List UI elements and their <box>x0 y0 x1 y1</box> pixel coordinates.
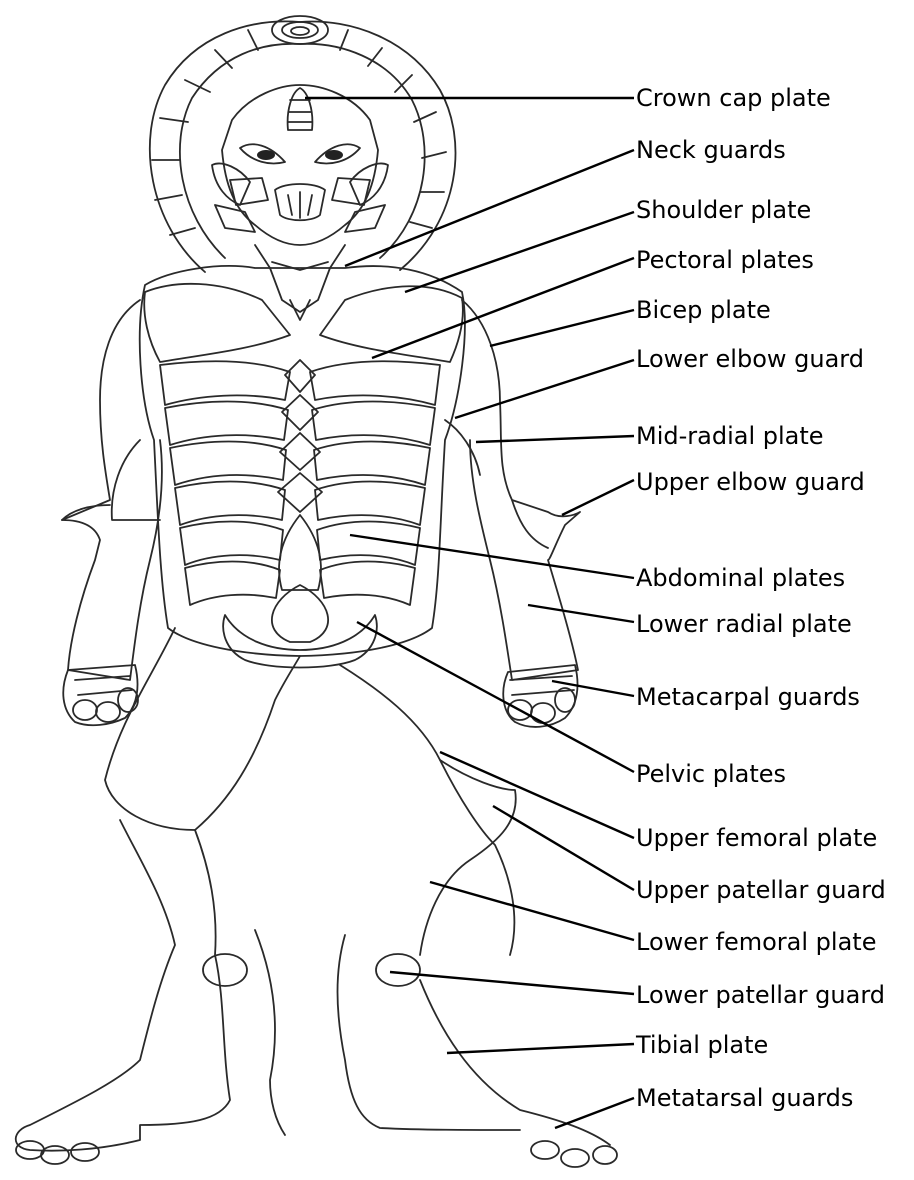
label-pectoral-plates: Pectoral plates <box>636 246 814 274</box>
label-tibial-plate: Tibial plate <box>635 1031 768 1059</box>
label-mid-radial-plate: Mid-radial plate <box>636 422 824 450</box>
label-metatarsal-guards: Metatarsal guards <box>636 1084 853 1112</box>
label-bicep-plate: Bicep plate <box>636 296 771 324</box>
abdominal-plates <box>160 361 440 605</box>
label-upper-elbow-guard: Upper elbow guard <box>636 468 865 496</box>
leader-lower-femoral-plate <box>430 882 634 940</box>
labels: Crown cap plate Neck guards Shoulder pla… <box>635 84 886 1112</box>
leader-upper-femoral-plate <box>440 752 634 838</box>
label-lower-elbow-guard: Lower elbow guard <box>636 345 864 373</box>
leader-lines <box>305 98 634 1128</box>
label-lower-radial-plate: Lower radial plate <box>636 610 852 638</box>
label-metacarpal-guards: Metacarpal guards <box>636 683 860 711</box>
leader-lower-radial-plate <box>528 605 634 622</box>
right-arm <box>445 300 580 727</box>
spine-segments <box>272 360 328 642</box>
head-crest <box>150 16 456 272</box>
left-leg <box>16 628 300 1164</box>
leader-pelvic-plates <box>357 622 634 772</box>
leader-mid-radial-plate <box>476 436 634 442</box>
leader-lower-elbow-guard <box>455 360 634 418</box>
label-crown-cap-plate: Crown cap plate <box>636 84 831 112</box>
label-pelvic-plates: Pelvic plates <box>636 760 786 788</box>
label-shoulder-plate: Shoulder plate <box>636 196 811 224</box>
left-arm <box>62 300 162 725</box>
leader-bicep-plate <box>490 310 634 346</box>
label-upper-femoral-plate: Upper femoral plate <box>636 824 877 852</box>
label-lower-patellar-guard: Lower patellar guard <box>636 981 885 1009</box>
head <box>212 85 388 245</box>
leader-upper-patellar-guard <box>493 806 634 890</box>
leader-tibial-plate <box>447 1044 634 1053</box>
leader-upper-elbow-guard <box>562 480 634 515</box>
leader-shoulder-plate <box>405 212 634 292</box>
label-upper-patellar-guard: Upper patellar guard <box>636 876 886 904</box>
creature-figure <box>16 16 617 1167</box>
leader-lower-patellar-guard <box>390 972 634 994</box>
leader-metatarsal-guards <box>555 1098 634 1128</box>
label-abdominal-plates: Abdominal plates <box>636 564 845 592</box>
label-lower-femoral-plate: Lower femoral plate <box>636 928 876 956</box>
neck <box>255 245 345 312</box>
label-neck-guards: Neck guards <box>636 136 786 164</box>
